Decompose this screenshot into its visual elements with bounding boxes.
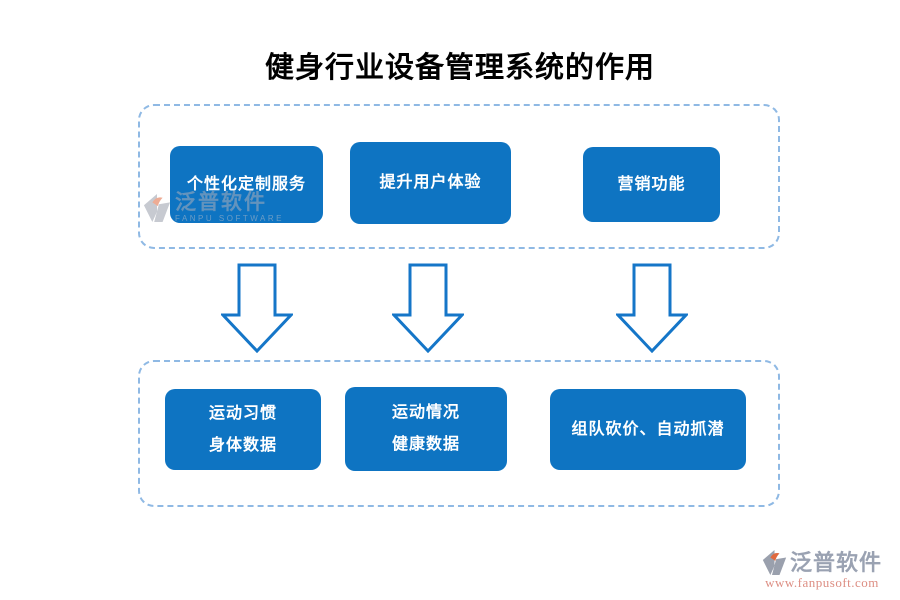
bottom-box-line: 健康数据 — [391, 436, 460, 453]
top-box-user-experience: 提升用户体验 — [350, 142, 511, 224]
bottom-box-line: 组队砍价、自动抓潜 — [571, 420, 725, 438]
bottom-box-line: 身体数据 — [208, 436, 277, 454]
bottom-group-container — [138, 360, 780, 507]
bottom-box-group-bargain: 组队砍价、自动抓潜 — [550, 389, 746, 470]
bottom-box-line: 运动习惯 — [208, 404, 277, 422]
top-box-personalized-service: 个性化定制服务 — [170, 146, 323, 223]
bottom-box-exercise-status: 运动情况 健康数据 — [345, 387, 507, 471]
page-title: 健身行业设备管理系统的作用 — [264, 52, 655, 84]
top-box-label: 个性化定制服务 — [186, 175, 306, 193]
bottom-box-line: 运动情况 — [391, 404, 460, 421]
watermark-url-text: www.fanpusoft.com — [765, 575, 879, 590]
watermark-bottom-right: 泛普软件 www.fanpusoft.com — [762, 549, 882, 590]
down-arrow-icon — [392, 263, 464, 353]
down-arrow-icon — [616, 263, 688, 353]
top-box-label: 营销功能 — [617, 175, 686, 193]
top-group-container — [138, 104, 780, 249]
watermark-brand-text: 泛普软件 — [790, 549, 883, 575]
top-box-label: 提升用户体验 — [379, 174, 482, 191]
fanpu-logo-icon — [762, 550, 787, 575]
top-box-marketing: 营销功能 — [583, 147, 720, 222]
bottom-box-exercise-habits: 运动习惯 身体数据 — [165, 389, 321, 470]
down-arrow-icon — [221, 263, 293, 353]
